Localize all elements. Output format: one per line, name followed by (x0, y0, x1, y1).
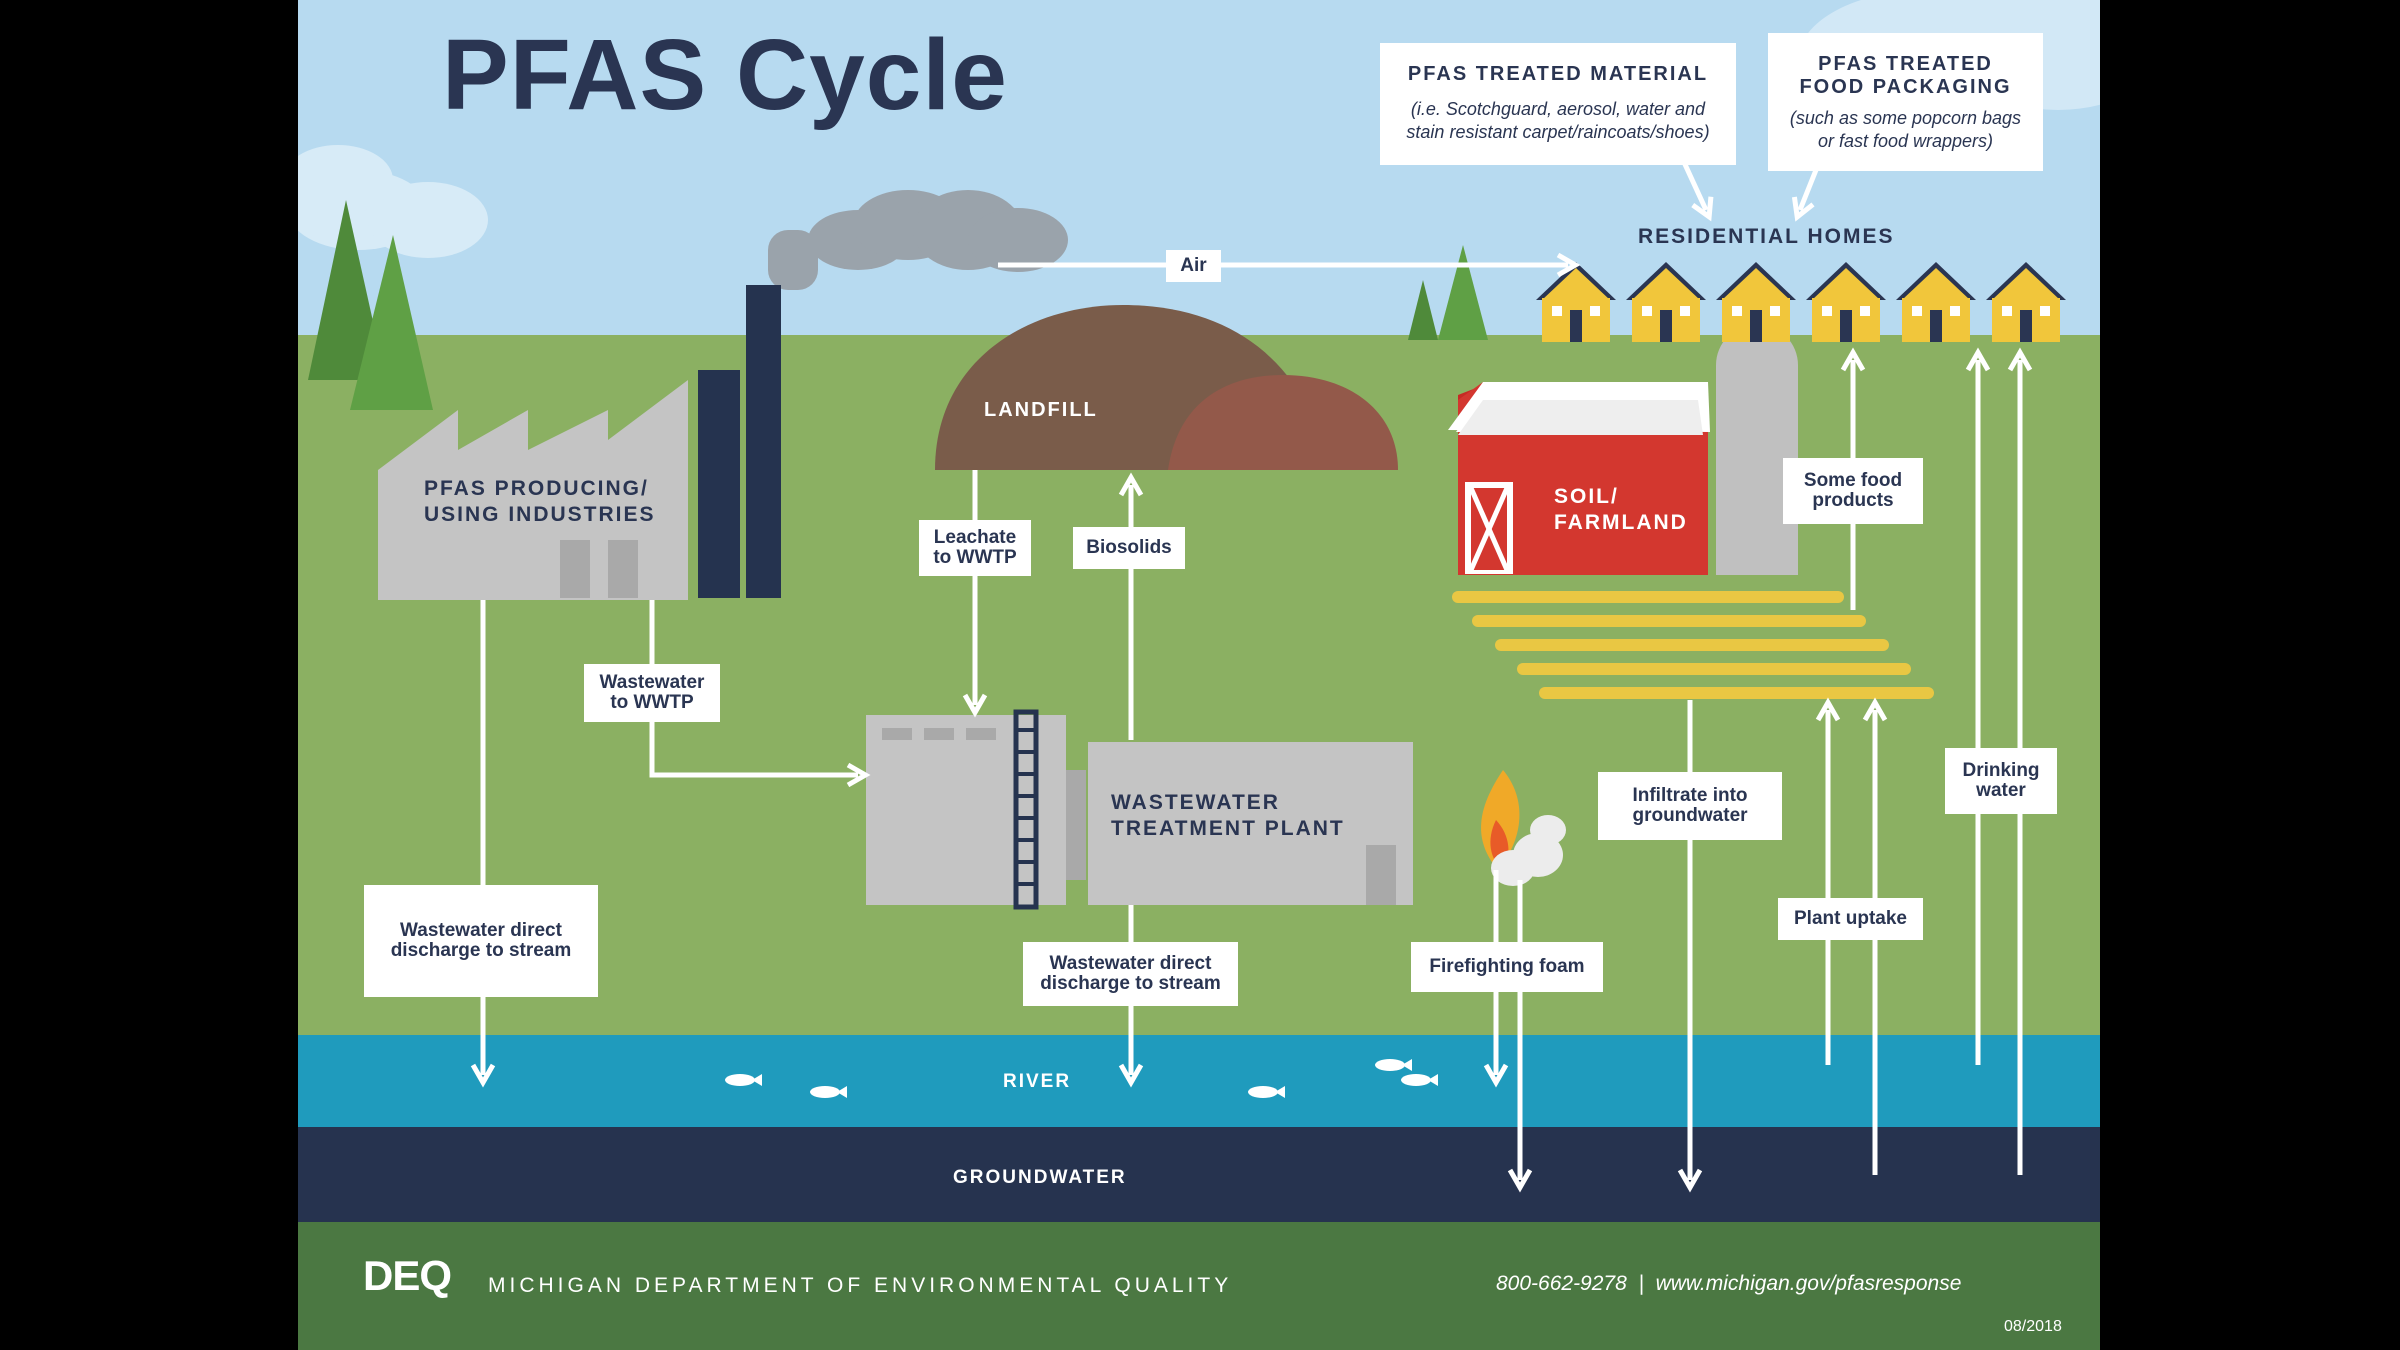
barn (1448, 325, 1798, 575)
deq-logo: DEQ (363, 1252, 452, 1299)
fish-icon (1401, 1074, 1438, 1086)
smoke-cloud (768, 190, 1068, 290)
firefighting-foam-label: Firefighting foam (1411, 942, 1603, 992)
house (1716, 262, 1796, 342)
cloud-left (298, 145, 488, 258)
pfas-treated-packaging-box: PFAS TREATED FOOD PACKAGING (such as som… (1768, 33, 2043, 171)
publication-date: 08/2018 (2004, 1318, 2062, 1335)
fire-and-smoke (1481, 770, 1566, 886)
air-label: Air (1166, 250, 1221, 282)
factory (378, 285, 781, 600)
plant-uptake-label: Plant uptake (1778, 898, 1923, 940)
packaging-heading: PFAS TREATED FOOD PACKAGING (1799, 53, 2012, 98)
trees-left (308, 200, 433, 410)
houses (1536, 262, 2066, 342)
arrow-packaging-to-homes (1791, 164, 1821, 222)
infiltrate-label: Infiltrate into groundwater (1598, 772, 1782, 840)
trees-right (1408, 245, 1488, 340)
material-heading: PFAS TREATED MATERIAL (1407, 63, 1709, 85)
fish-icon (810, 1086, 847, 1098)
industries-label: PFAS PRODUCING/ USING INDUSTRIES (424, 477, 656, 527)
biosolids-label: Biosolids (1073, 527, 1185, 569)
arrow-material-to-homes (1680, 158, 1714, 222)
crop-rows (1452, 591, 1934, 699)
pfas-treated-material-box: PFAS TREATED MATERIAL (i.e. Scotchguard,… (1380, 43, 1736, 165)
agency-name: MICHIGAN DEPARTMENT OF ENVIRONMENTAL QUA… (488, 1274, 1233, 1297)
house (1626, 262, 1706, 342)
wastewater-treatment-plant (866, 709, 1413, 910)
pfas-cycle-diagram (298, 0, 2100, 1223)
landfill-label: LANDFILL (984, 399, 1098, 421)
fish (725, 1059, 1438, 1098)
direct-discharge-industry-label: Wastewater direct discharge to stream (364, 885, 598, 997)
page-title: PFAS Cycle (442, 19, 1008, 131)
fish-icon (1248, 1086, 1285, 1098)
house (1536, 262, 1616, 342)
groundwater-band (298, 1127, 2100, 1223)
wastewater-to-wwtp-label: Wastewater to WWTP (584, 664, 720, 722)
leachate-label: Leachate to WWTP (919, 520, 1031, 576)
river-label: RIVER (1003, 1071, 1072, 1092)
pfas-infographic: PFAS Cycle PFAS TREATED MATERIAL (i.e. S… (298, 0, 2100, 1350)
fish-icon (725, 1074, 762, 1086)
river-band (298, 1035, 2100, 1127)
drinking-water-label: Drinking water (1945, 748, 2057, 814)
groundwater-label: GROUNDWATER (953, 1167, 1127, 1188)
fish-icon (1375, 1059, 1412, 1071)
direct-discharge-wwtp-label: Wastewater direct discharge to stream (1023, 942, 1238, 1006)
residential-homes-label: RESIDENTIAL HOMES (1638, 225, 1895, 248)
landfill (935, 305, 1398, 470)
footer: DEQ MICHIGAN DEPARTMENT OF ENVIRONMENTAL… (298, 1222, 2100, 1350)
flow-arrows (470, 158, 2033, 1193)
packaging-note: (such as some popcorn bags or fast food … (1789, 108, 2022, 151)
house (1896, 262, 1976, 342)
some-food-label: Some food products (1783, 458, 1923, 524)
wwtp-label: WASTEWATER TREATMENT PLANT (1111, 791, 1345, 841)
soil-farmland-label: SOIL/ FARMLAND (1554, 485, 1688, 535)
material-note: (i.e. Scotchguard, aerosol, water and st… (1406, 99, 1710, 142)
house (1806, 262, 1886, 342)
contact-info: 800-662-9278 | www.michigan.gov/pfasresp… (1496, 1272, 1962, 1295)
arrow-industry-to-wwtp (649, 600, 871, 788)
house (1986, 262, 2066, 342)
